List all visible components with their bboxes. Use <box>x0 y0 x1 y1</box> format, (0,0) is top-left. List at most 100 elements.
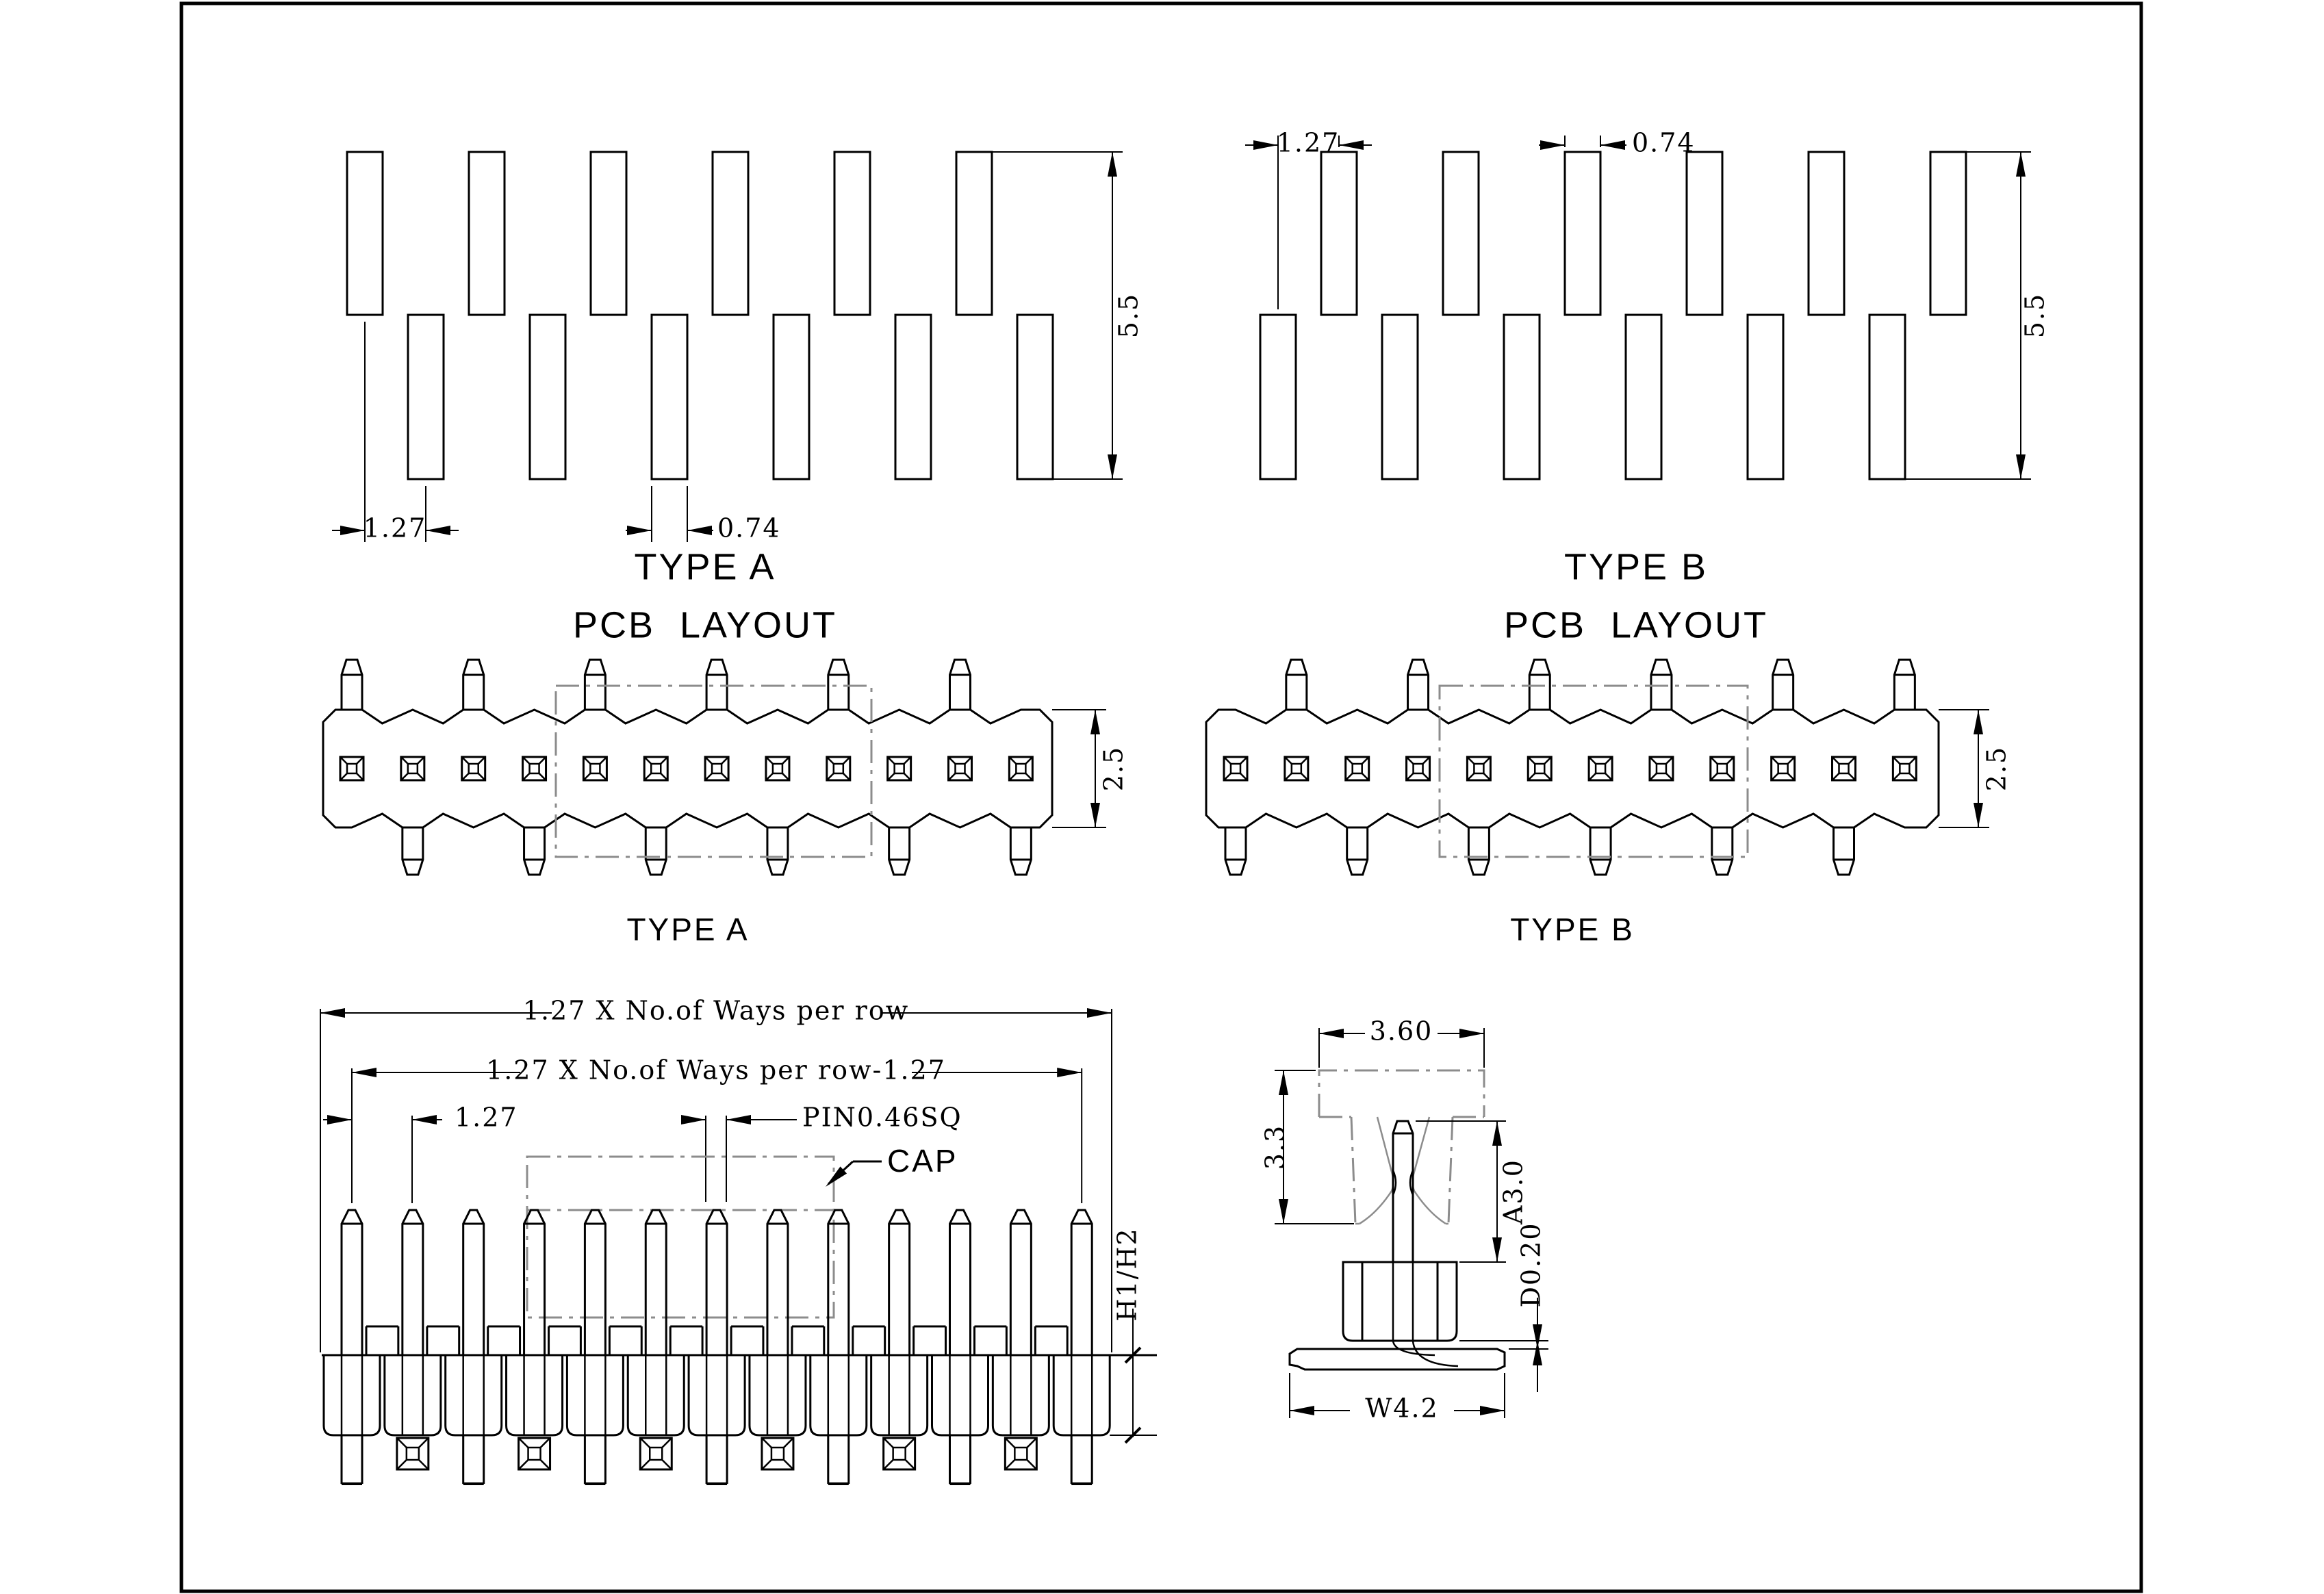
dimension-arrowhead <box>1492 1121 1502 1146</box>
pin-cross-section-pad <box>582 756 608 782</box>
line <box>1344 756 1353 764</box>
dimension-arrowhead <box>1540 140 1565 150</box>
pcb-pad-bottom-row <box>1624 313 1663 480</box>
rect <box>1527 756 1553 782</box>
pcb-pad-top-row <box>1442 151 1480 316</box>
pin-cross-section-pad <box>522 756 548 782</box>
dim-label: D0.20 <box>1516 1222 1546 1307</box>
header-pin <box>1009 1209 1032 1355</box>
dim-label: 3.60 <box>1370 1016 1433 1046</box>
dim-label: 1.27 X No.of Ways per row-1.27 <box>486 1055 946 1085</box>
line <box>660 773 669 781</box>
pcb-pad-bottom-row <box>772 313 810 480</box>
view-subtitle: PCB LAYOUT <box>1504 604 1768 645</box>
pcb-pad-top-row <box>955 151 993 316</box>
line <box>783 1459 794 1470</box>
header-pin-down <box>523 827 546 876</box>
pin-cross-section-pad <box>704 756 730 782</box>
header-pin-down <box>401 827 424 876</box>
line <box>1483 756 1492 764</box>
pcb-pad-bottom-row <box>407 313 445 480</box>
rect <box>1223 756 1249 782</box>
header-pin <box>888 1209 911 1355</box>
dimension-arrowhead <box>1974 710 1983 734</box>
dimension-arrowhead <box>681 1115 706 1124</box>
rect <box>528 762 540 775</box>
body-cell <box>991 1355 1050 1437</box>
line <box>599 773 608 781</box>
rect <box>1534 762 1546 775</box>
line <box>842 756 851 764</box>
rect <box>826 756 852 782</box>
line <box>538 756 547 764</box>
header-pin <box>1070 1209 1093 1355</box>
line <box>886 756 895 764</box>
rect <box>1709 756 1735 782</box>
view-title: TYPE A <box>634 546 776 587</box>
pcb-pad-top-row <box>711 151 750 316</box>
rect <box>396 1437 430 1471</box>
header-pin-up <box>827 658 850 710</box>
header-pin-down <box>888 827 911 876</box>
line <box>1026 1459 1038 1470</box>
line <box>765 773 774 781</box>
pcb-pad-top-row <box>1685 151 1724 316</box>
line <box>539 1437 551 1448</box>
line <box>1709 756 1718 764</box>
rect <box>882 1437 917 1471</box>
view-title: TYPE B <box>1564 546 1708 587</box>
line <box>826 756 834 764</box>
pin-cross-section-pad <box>1004 1437 1038 1471</box>
line <box>522 756 531 764</box>
cap-leg <box>1350 1116 1357 1224</box>
header-pin-down <box>766 827 789 876</box>
header-pin-up <box>1285 658 1308 710</box>
dim-label: A3.0 <box>1498 1159 1529 1225</box>
line <box>416 773 425 781</box>
line <box>1026 1437 1038 1448</box>
dim-label: 3.3 <box>1260 1124 1290 1170</box>
line <box>1848 773 1856 781</box>
header-pin-up <box>462 658 485 710</box>
dimension-arrowhead <box>340 526 365 535</box>
rect <box>1587 756 1613 782</box>
line <box>1422 756 1431 764</box>
pin-cross-section-pad <box>947 756 973 782</box>
rect <box>947 756 973 782</box>
dimension-arrowhead <box>1279 1070 1288 1095</box>
cap-outline <box>1318 1069 1485 1117</box>
line <box>964 756 973 764</box>
line <box>639 1437 651 1448</box>
line <box>1300 756 1309 764</box>
rect <box>761 1437 795 1471</box>
pcb-pad-bottom-row <box>528 313 567 480</box>
dimension-arrowhead <box>627 526 652 535</box>
line <box>1908 773 1917 781</box>
pcb-pad-top-row <box>1807 151 1846 316</box>
pin-cross-section-pad <box>826 756 852 782</box>
cap-label: CAP <box>887 1143 958 1179</box>
line <box>461 773 470 781</box>
rect <box>582 756 608 782</box>
dim-label: PIN0.46SQ <box>802 1103 962 1133</box>
pcb-pad-bottom-row <box>894 313 932 480</box>
line <box>418 1459 429 1470</box>
header-pin <box>462 1209 485 1355</box>
pin-cross-section-pad <box>400 756 426 782</box>
dimension-arrowhead <box>320 1008 345 1018</box>
dim-label: 1.27 <box>363 513 427 543</box>
rect <box>1838 762 1850 775</box>
dimension-arrowhead <box>1492 1237 1502 1262</box>
dimension-arrowhead <box>1090 710 1100 734</box>
insulator-body <box>1342 1261 1458 1342</box>
header-pin <box>523 1209 546 1355</box>
header-pin-down <box>1467 827 1490 876</box>
rect <box>892 1446 906 1461</box>
rect <box>1655 762 1668 775</box>
line <box>1892 756 1901 764</box>
rect <box>339 756 365 782</box>
body-cell <box>322 1355 381 1437</box>
pin-cross-section-pad <box>1648 756 1674 782</box>
dim-label: 5.5 <box>1114 293 1144 338</box>
